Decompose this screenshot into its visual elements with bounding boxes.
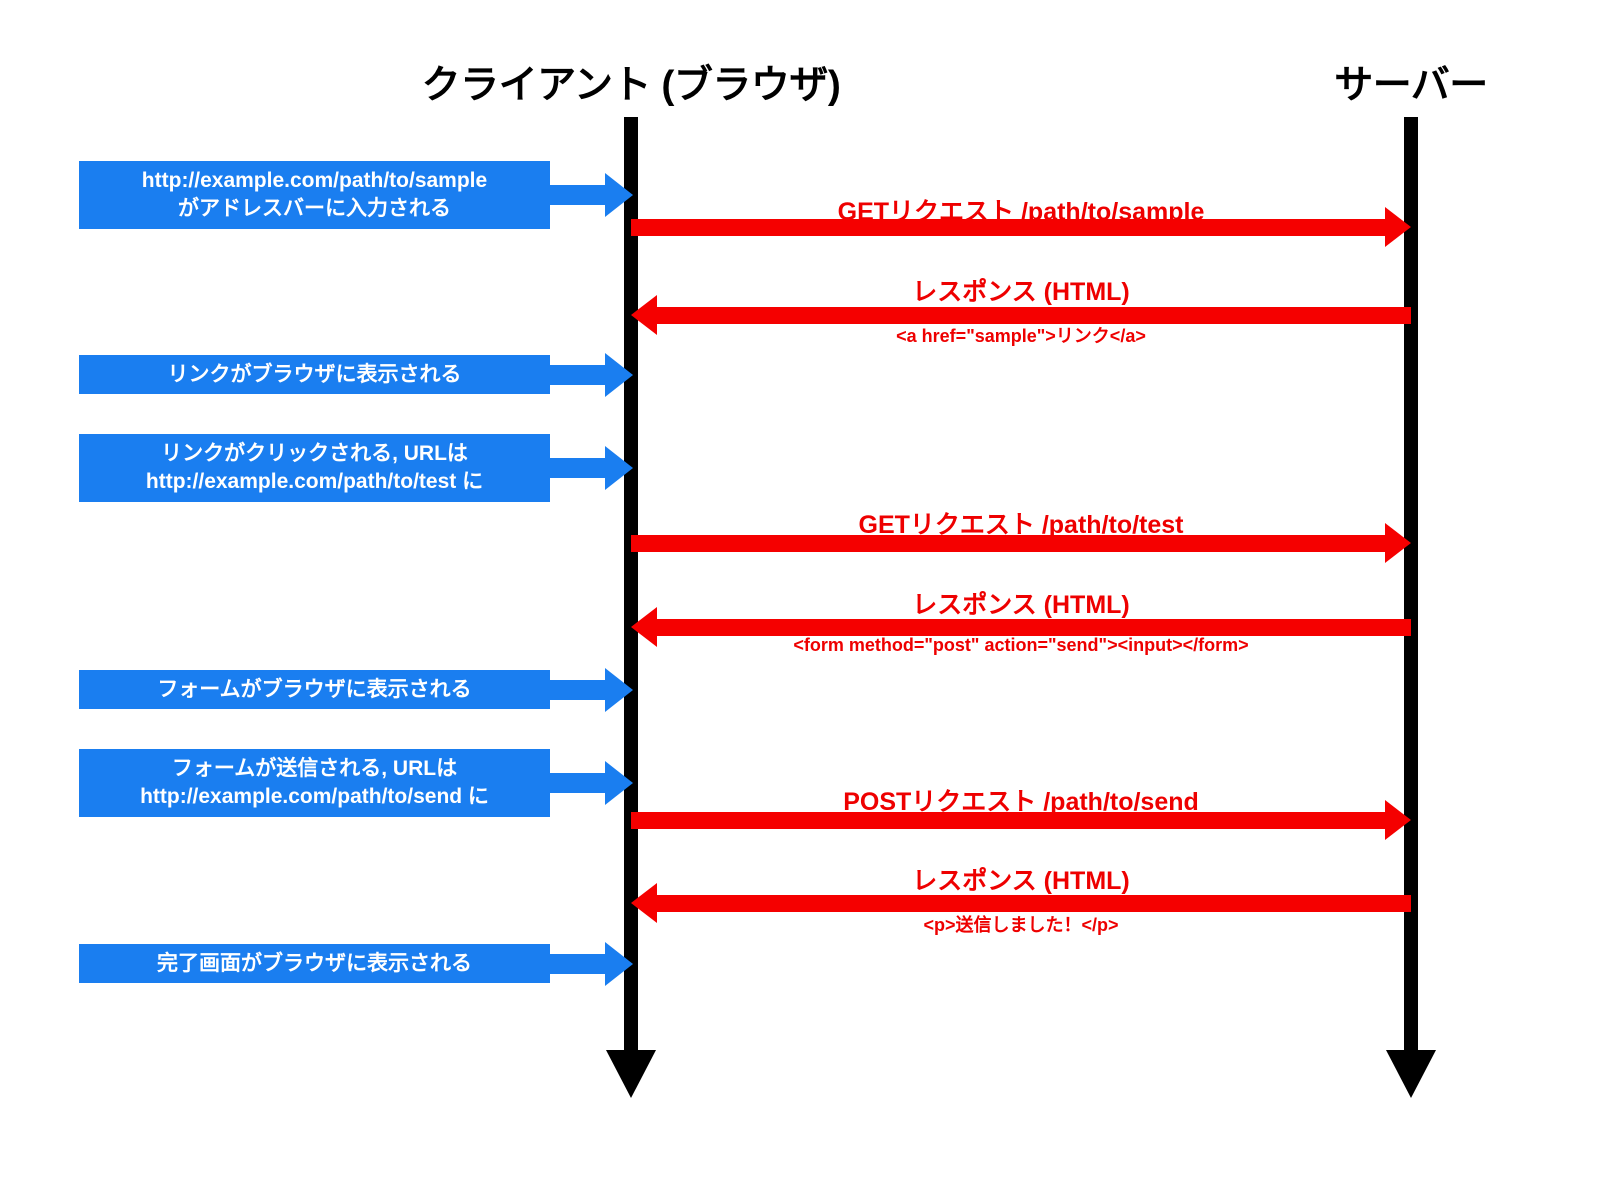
note-line-2: http://example.com/path/to/send に [140, 785, 489, 808]
note-arrow-head-icon [605, 942, 633, 986]
message-shaft [657, 895, 1411, 912]
note-line-1: フォームが送信される, URLは [171, 757, 458, 781]
message-code: <p>送信しました！</p> [923, 915, 1119, 935]
note-arrow-shaft [550, 773, 614, 793]
note-line-1: リンクがクリックされる, URLは [161, 442, 468, 466]
note-arrow-head-icon [605, 761, 633, 805]
note-arrow-shaft [550, 185, 614, 205]
lifeline-server-arrowhead [1386, 1050, 1436, 1098]
note-box: http://example.com/path/to/sample がアドレスバ… [79, 161, 550, 229]
note-box: リンクがブラウザに表示される [79, 355, 550, 394]
note-box: フォームがブラウザに表示される [79, 670, 550, 709]
lifeline-title-client: クライアント (ブラウザ) [421, 64, 841, 107]
message-label: レスポンス (HTML) [912, 278, 1130, 306]
message-arrow-head-icon [1385, 800, 1411, 840]
note-line-1: リンクがブラウザに表示される [167, 362, 462, 386]
message-label: POSTリクエスト /path/to/send [843, 788, 1199, 816]
message-arrow-head-icon [1385, 207, 1411, 247]
note-arrow-shaft [550, 954, 614, 974]
note-line-1: フォームがブラウザに表示される [157, 677, 472, 701]
message-shaft [631, 812, 1385, 829]
message-shaft [631, 219, 1385, 236]
note-arrow-shaft [550, 365, 614, 385]
message-label: レスポンス (HTML) [912, 591, 1130, 619]
note-line-1: http://example.com/path/to/sample [141, 169, 488, 193]
message-shaft [657, 307, 1411, 324]
message-code: <a href="sample">リンク</a> [896, 326, 1146, 346]
note-line-1: 完了画面がブラウザに表示される [157, 951, 472, 975]
lifeline-title-server: サーバー [1334, 64, 1488, 107]
note-box: 完了画面がブラウザに表示される [79, 944, 550, 983]
lifeline-server [1404, 117, 1418, 1058]
note-arrow-head-icon [605, 446, 633, 490]
note-arrow-shaft [550, 458, 614, 478]
message-label: レスポンス (HTML) [912, 867, 1130, 895]
note-box: フォームが送信される, URLは http://example.com/path… [79, 749, 550, 817]
message-shaft [657, 619, 1411, 636]
note-box: リンクがクリックされる, URLは http://example.com/pat… [79, 434, 550, 502]
message-arrow-head-icon [631, 295, 657, 335]
note-arrow-head-icon [605, 173, 633, 217]
message-arrow-head-icon [631, 607, 657, 647]
note-arrow-head-icon [605, 668, 633, 712]
note-line-2: http://example.com/path/to/test に [145, 470, 484, 493]
lifeline-client-arrowhead [606, 1050, 656, 1098]
message-label: GETリクエスト /path/to/test [858, 511, 1184, 539]
message-code: <form method="post" action="send"><input… [793, 635, 1249, 655]
message-arrow-head-icon [1385, 523, 1411, 563]
note-arrow-head-icon [605, 353, 633, 397]
note-arrow-shaft [550, 680, 614, 700]
message-arrow-head-icon [631, 883, 657, 923]
message-shaft [631, 535, 1385, 552]
note-line-2: がアドレスバーに入力される [178, 197, 451, 220]
